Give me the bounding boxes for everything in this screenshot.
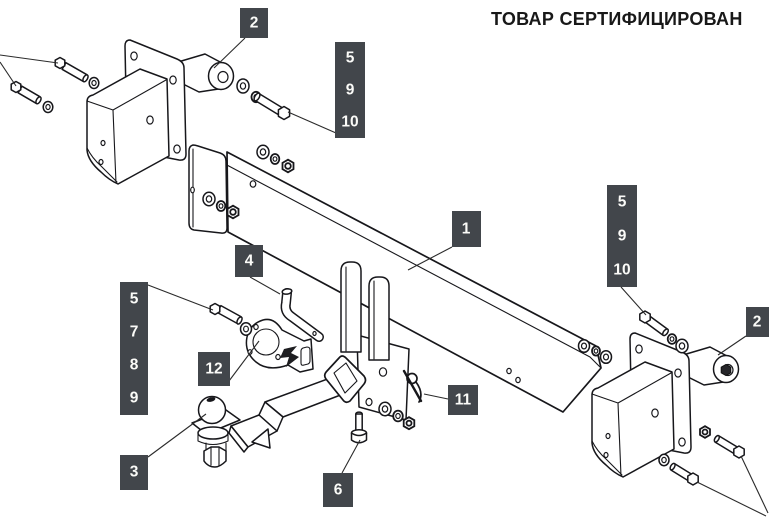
callout-ball-mount: 3 <box>120 455 148 490</box>
callout-box <box>335 42 365 138</box>
hardware-beam-washers <box>202 144 295 220</box>
callout-number: 5 <box>130 291 139 308</box>
callout-box <box>746 307 769 337</box>
callout-release-handle: 4 <box>235 245 263 277</box>
hardware-top-left <box>10 56 291 121</box>
tow-ball <box>191 395 241 468</box>
right-mounting-bracket <box>591 332 740 478</box>
hardware-receiver-washers <box>378 401 416 431</box>
callout-box <box>120 282 148 415</box>
callout-number: 5 <box>346 50 355 67</box>
leader-lines <box>0 37 769 517</box>
receiver-assembly <box>340 261 410 421</box>
callout-number: 8 <box>130 357 139 374</box>
callout-number: 6 <box>334 482 343 499</box>
callout-box <box>235 245 263 277</box>
safety-clip <box>402 369 423 403</box>
callout-number: 4 <box>245 253 254 270</box>
crossbeam <box>188 144 602 413</box>
callout-box <box>607 185 637 287</box>
callout-number: 9 <box>346 82 355 99</box>
callout-box <box>323 473 353 507</box>
callout-box <box>240 8 268 38</box>
callout-hardware-right: 5 9 10 <box>607 185 637 287</box>
release-handle <box>280 288 324 342</box>
callout-number: 2 <box>753 314 762 331</box>
callout-socket-plate: 12 <box>198 352 230 386</box>
callout-hardware-socket: 5 7 8 9 <box>120 282 148 415</box>
callout-number: 3 <box>130 464 139 481</box>
certification-title: ТОВАР СЕРТИФИЦИРОВАН <box>491 9 743 29</box>
callout-box <box>198 352 230 386</box>
callout-box <box>448 385 478 415</box>
callout-bracket-right: 2 <box>746 307 769 337</box>
callout-number: 5 <box>618 194 627 211</box>
callout-number: 9 <box>618 228 627 245</box>
callout-lock-bolt: 6 <box>323 473 353 507</box>
receiver-collar <box>323 355 367 404</box>
hardware-socket-bolt <box>209 302 253 336</box>
callout-crossbeam: 1 <box>452 211 481 247</box>
bushing-bolt-head <box>720 363 732 377</box>
socket-plate <box>245 318 314 373</box>
callout-box <box>452 211 481 247</box>
direction-arrow-mark <box>280 346 299 367</box>
callout-number: 1 <box>462 221 471 238</box>
callout-number: 10 <box>341 114 358 131</box>
lock-bolt <box>350 411 368 444</box>
callout-number: 12 <box>205 361 222 378</box>
callout-box <box>120 455 148 490</box>
callout-number: 10 <box>613 262 630 279</box>
callout-hardware-top-left: 5 9 10 <box>335 42 365 138</box>
callout-bracket-left: 2 <box>240 8 268 38</box>
callout-safety-clip: 11 <box>448 385 478 415</box>
callout-number: 9 <box>130 390 139 407</box>
hardware-bottom-right <box>658 425 745 486</box>
hardware-right <box>577 310 689 365</box>
callout-number: 2 <box>250 15 259 32</box>
callout-number: 11 <box>455 392 472 409</box>
callout-number: 7 <box>130 324 139 341</box>
ball-mount <box>228 376 352 453</box>
